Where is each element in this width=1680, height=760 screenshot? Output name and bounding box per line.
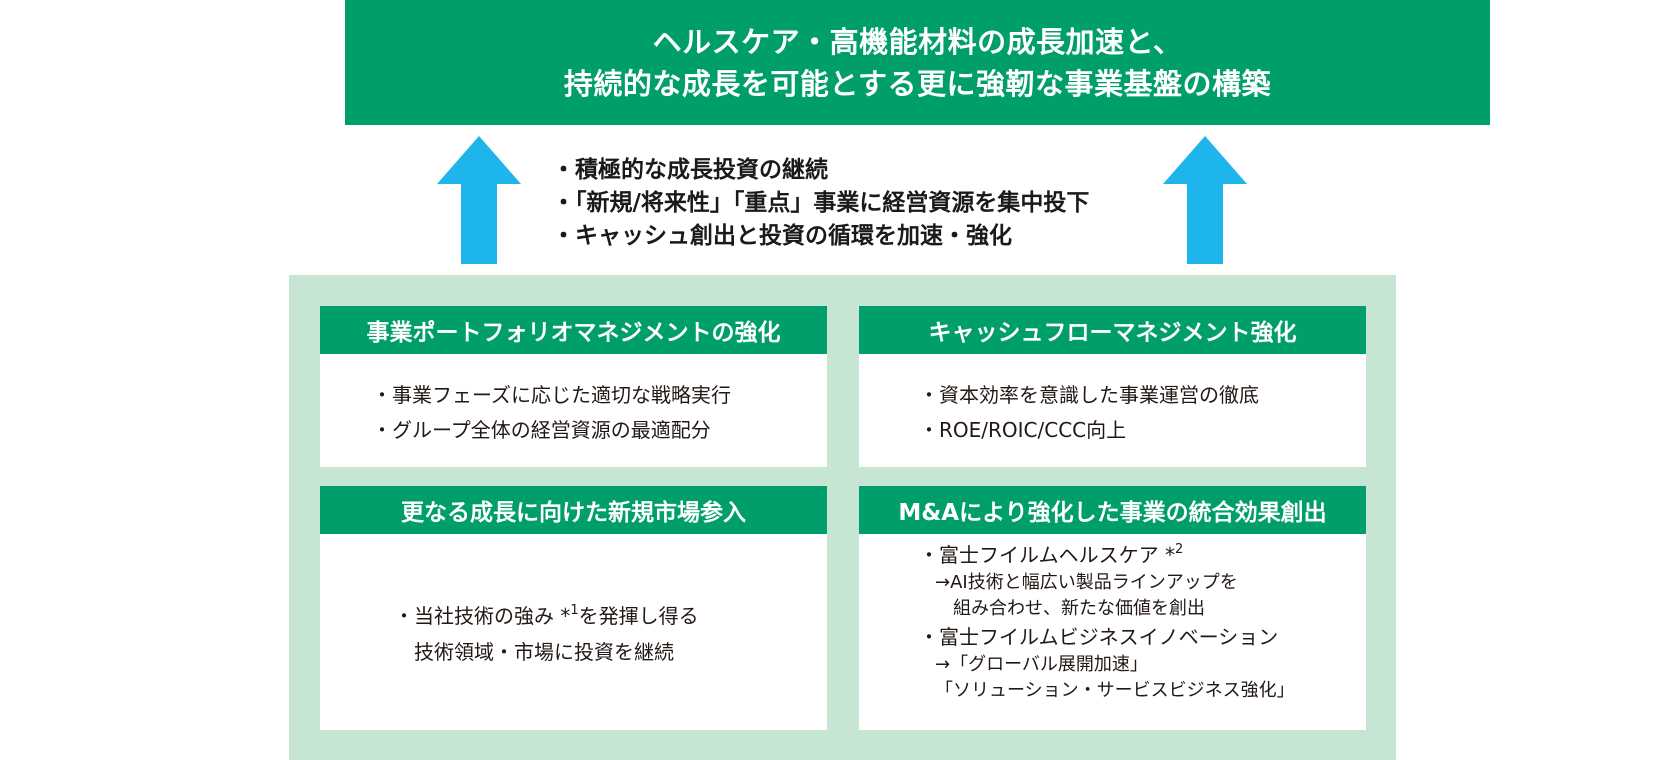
sub-item: →「グローバル展開加速」 xyxy=(935,654,1148,675)
sub-item: 「ソリューション・サービスビジネス強化」 xyxy=(935,680,1295,701)
policy-item: ・キャッシュ創出と投資の循環を加速・強化 xyxy=(552,223,1012,249)
ma-card: M&Aにより強化した事業の統合効果創出 ・富士フイルムヘルスケア *2 →AI技… xyxy=(859,486,1366,730)
policy-item: ・「新規/将来性」「重点」事業に経営資源を集中投下 xyxy=(552,190,1090,216)
card-title: 更なる成長に向けた新規市場参入 xyxy=(320,486,827,534)
card-body: ・富士フイルムヘルスケア *2 →AI技術と幅広い製品ラインアップを 組み合わせ… xyxy=(859,534,1366,704)
sub-item: →AI技術と幅広い製品ラインアップを xyxy=(935,572,1238,593)
policy-list: ・積極的な成長投資の継続 ・「新規/将来性」「重点」事業に経営資源を集中投下 ・… xyxy=(552,154,1089,253)
sub-item: 組み合わせ、新たな価値を創出 xyxy=(953,598,1205,619)
footnote-mark: 2 xyxy=(1174,542,1184,557)
list-item: ・事業フェーズに応じた適切な戦略実行 xyxy=(372,383,731,407)
list-item: ・富士フイルムビジネスイノベーション xyxy=(919,625,1279,649)
list-item: ・富士フイルムヘルスケア *2 xyxy=(919,540,1366,570)
policy-item: ・積極的な成長投資の継続 xyxy=(552,157,828,183)
list-item-continuation: 技術領域・市場に投資を継続 xyxy=(414,640,674,664)
new-market-card: 更なる成長に向けた新規市場参入 ・当社技術の強み *1を発揮し得る 技術領域・市… xyxy=(320,486,827,730)
goal-line-2: 持続的な成長を可能とする更に強靭な事業基盤の構築 xyxy=(563,66,1272,101)
list-item-text: ・富士フイルムヘルスケア * xyxy=(919,543,1175,567)
goal-line-1: ヘルスケア・高機能材料の成長加速と、 xyxy=(652,24,1183,59)
cashflow-card: キャッシュフローマネジメント強化 ・資本効率を意識した事業運営の徹底 ・ROE/… xyxy=(859,306,1366,467)
list-item: ・ROE/ROIC/CCC向上 xyxy=(919,418,1127,442)
list-item-text: ・当社技術の強み * xyxy=(394,604,571,628)
portfolio-card: 事業ポートフォリオマネジメントの強化 ・事業フェーズに応じた適切な戦略実行 ・グ… xyxy=(320,306,827,467)
card-body: ・事業フェーズに応じた適切な戦略実行 ・グループ全体の経営資源の最適配分 xyxy=(320,354,827,448)
list-item: ・当社技術の強み *1を発揮し得る xyxy=(394,598,827,634)
card-body: ・当社技術の強み *1を発揮し得る 技術領域・市場に投資を継続 xyxy=(320,534,827,670)
list-item: ・グループ全体の経営資源の最適配分 xyxy=(372,418,711,442)
footnote-mark: 1 xyxy=(570,603,579,618)
card-title: キャッシュフローマネジメント強化 xyxy=(859,306,1366,354)
arrow-up-icon xyxy=(1163,136,1247,264)
card-title: 事業ポートフォリオマネジメントの強化 xyxy=(320,306,827,354)
arrow-up-icon xyxy=(437,136,521,264)
list-item: ・資本効率を意識した事業運営の徹底 xyxy=(919,383,1259,407)
card-body: ・資本効率を意識した事業運営の徹底 ・ROE/ROIC/CCC向上 xyxy=(859,354,1366,448)
list-item-text: を発揮し得る xyxy=(578,604,699,628)
goal-banner: ヘルスケア・高機能材料の成長加速と、 持続的な成長を可能とする更に強靭な事業基盤… xyxy=(345,0,1490,125)
card-title: M&Aにより強化した事業の統合効果創出 xyxy=(859,486,1366,534)
